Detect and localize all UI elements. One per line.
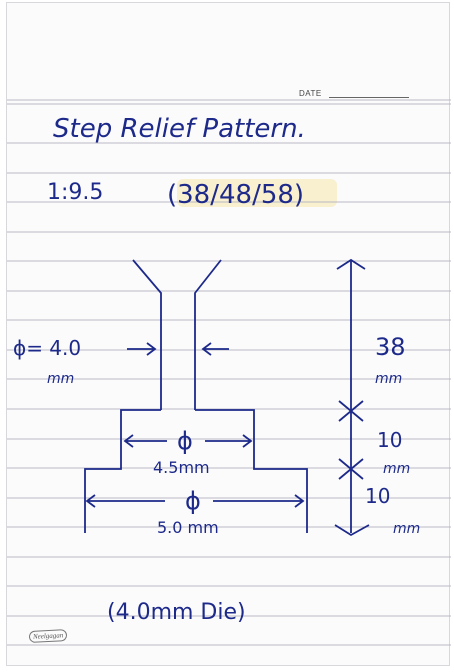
low-dim-left-arrow (85, 494, 165, 508)
mid-dim-left-arrow (123, 434, 167, 448)
right-top-value: 38 (375, 333, 406, 361)
page-title: Step Relief Pattern. (53, 114, 306, 144)
step-relief-drawing (84, 258, 370, 537)
scale-ratio: 1:9.5 (47, 180, 103, 205)
mid-dim-value: 4.5mm (153, 458, 210, 477)
right-low-unit: mm (393, 521, 420, 537)
bottom-arrowhead (334, 524, 370, 537)
left-dim-label: ϕ= 4.0 (13, 336, 81, 360)
funnel-outline (132, 259, 222, 410)
top-arrowhead (336, 258, 366, 270)
step-outline (84, 409, 308, 533)
scale-sizes: (38/48/58) (167, 180, 304, 210)
right-mid-unit: mm (383, 461, 410, 477)
low-dim-value: 5.0 mm (157, 518, 219, 537)
date-line (329, 97, 409, 98)
cross-tick-2 (338, 458, 364, 480)
brand-mark: Neelgagan (28, 629, 68, 643)
right-top-unit: mm (375, 371, 402, 387)
footer-note: (4.0mm Die) (107, 600, 246, 625)
right-mid-value: 10 (377, 428, 402, 452)
right-dim-arrow (201, 342, 229, 356)
low-dim-symbol: ϕ (185, 487, 201, 515)
left-dim-arrow (127, 342, 157, 356)
date-label: DATE (299, 89, 322, 98)
cross-tick-1 (338, 400, 364, 422)
notebook-sheet: Step Relief Pattern. 1:9.5 (38/48/58) (7, 99, 451, 646)
mid-dim-right-arrow (205, 434, 253, 448)
mid-dim-symbol: ϕ (177, 427, 193, 455)
notebook-page: Step Relief Pattern. 1:9.5 (38/48/58) (6, 2, 451, 666)
left-dim-unit: mm (47, 371, 74, 387)
ruled-lines (7, 99, 451, 646)
low-dim-right-arrow (213, 494, 305, 508)
right-low-value: 10 (365, 484, 390, 508)
